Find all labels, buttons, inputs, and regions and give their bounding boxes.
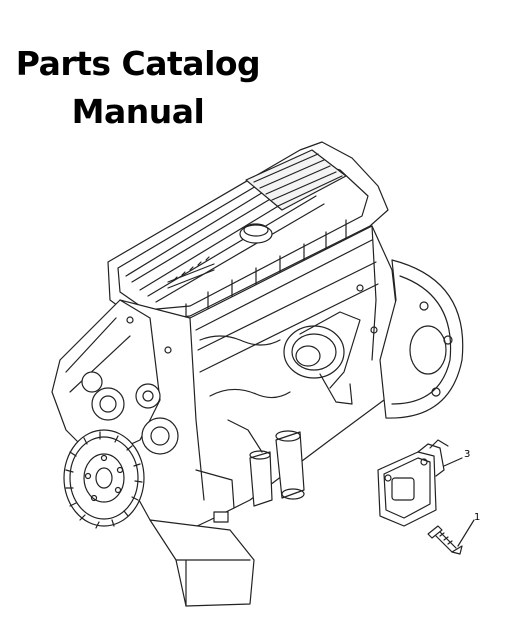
callout-3-leader: [443, 457, 463, 467]
title-line-2: Manual: [71, 92, 205, 131]
callout-label-1: 1: [474, 512, 480, 523]
catalog-title: Parts Catalog Manual: [0, 40, 276, 136]
engine-block-drawing: [51, 141, 464, 607]
title-line-1: Parts Catalog: [15, 44, 261, 83]
callout-1-leader: [457, 519, 475, 547]
bolt-part-drawing: [427, 525, 463, 555]
bracket-part-drawing: [377, 439, 449, 527]
callout-label-3: 3: [464, 449, 470, 460]
callout-leaders: [443, 457, 475, 547]
